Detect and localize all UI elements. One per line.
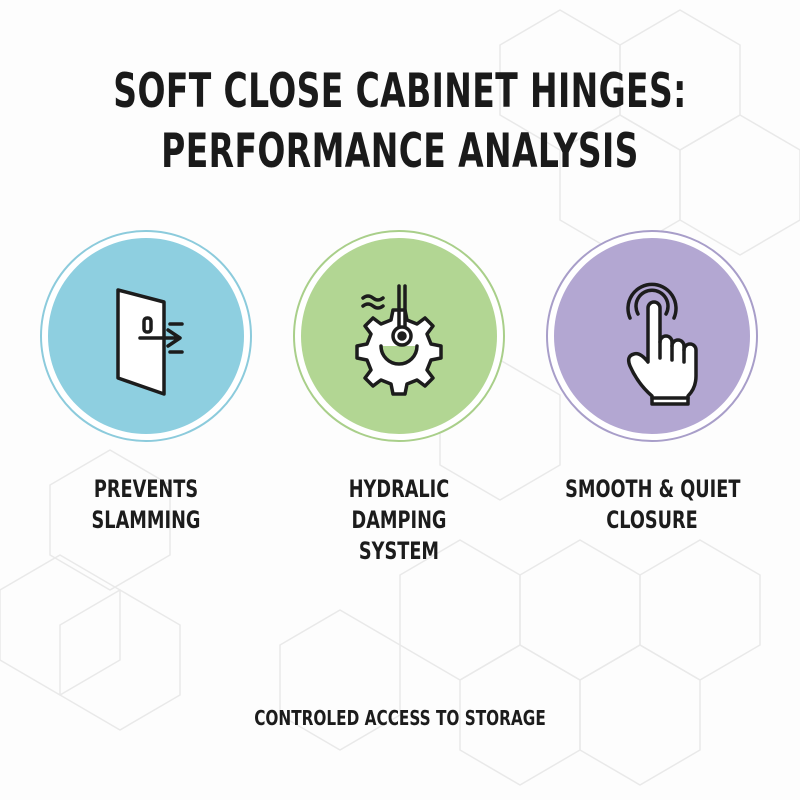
- page-title-line-1: SOFT CLOSE CABINET HINGES:: [113, 64, 687, 119]
- feature-label-smooth-quiet-closure: SMOOTH & QUIET CLOSURE: [565, 474, 741, 536]
- footer-caption: CONTROLED ACCESS TO STORAGE: [254, 706, 546, 730]
- feature-label-line: SMOOTH & QUIET: [565, 475, 741, 503]
- feature-label-line: PREVENTS: [93, 475, 199, 503]
- page-title-line-2: PERFORMANCE ANALYSIS: [161, 124, 639, 179]
- feature-label-prevents-slamming: PREVENTS SLAMMING: [59, 474, 233, 536]
- touch-hand-icon: [626, 282, 698, 406]
- feature-label-line: DAMPING: [351, 506, 447, 534]
- feature-label-line: SLAMMING: [91, 506, 201, 534]
- feature-label-line: SYSTEM: [358, 537, 440, 565]
- gear-piston-icon: [355, 284, 443, 396]
- feature-label-hydraulic-damping: HYDRALIC DAMPING SYSTEM: [312, 474, 486, 567]
- feature-circle-prevents-slamming: [40, 230, 252, 442]
- feature-label-line: CLOSURE: [606, 506, 698, 534]
- feature-circle-smooth-quiet-closure: [546, 230, 758, 442]
- feature-circle-hydraulic-damping: [293, 230, 505, 442]
- door-arrow-icon: [116, 288, 184, 396]
- feature-label-line: HYDRALIC: [348, 475, 450, 503]
